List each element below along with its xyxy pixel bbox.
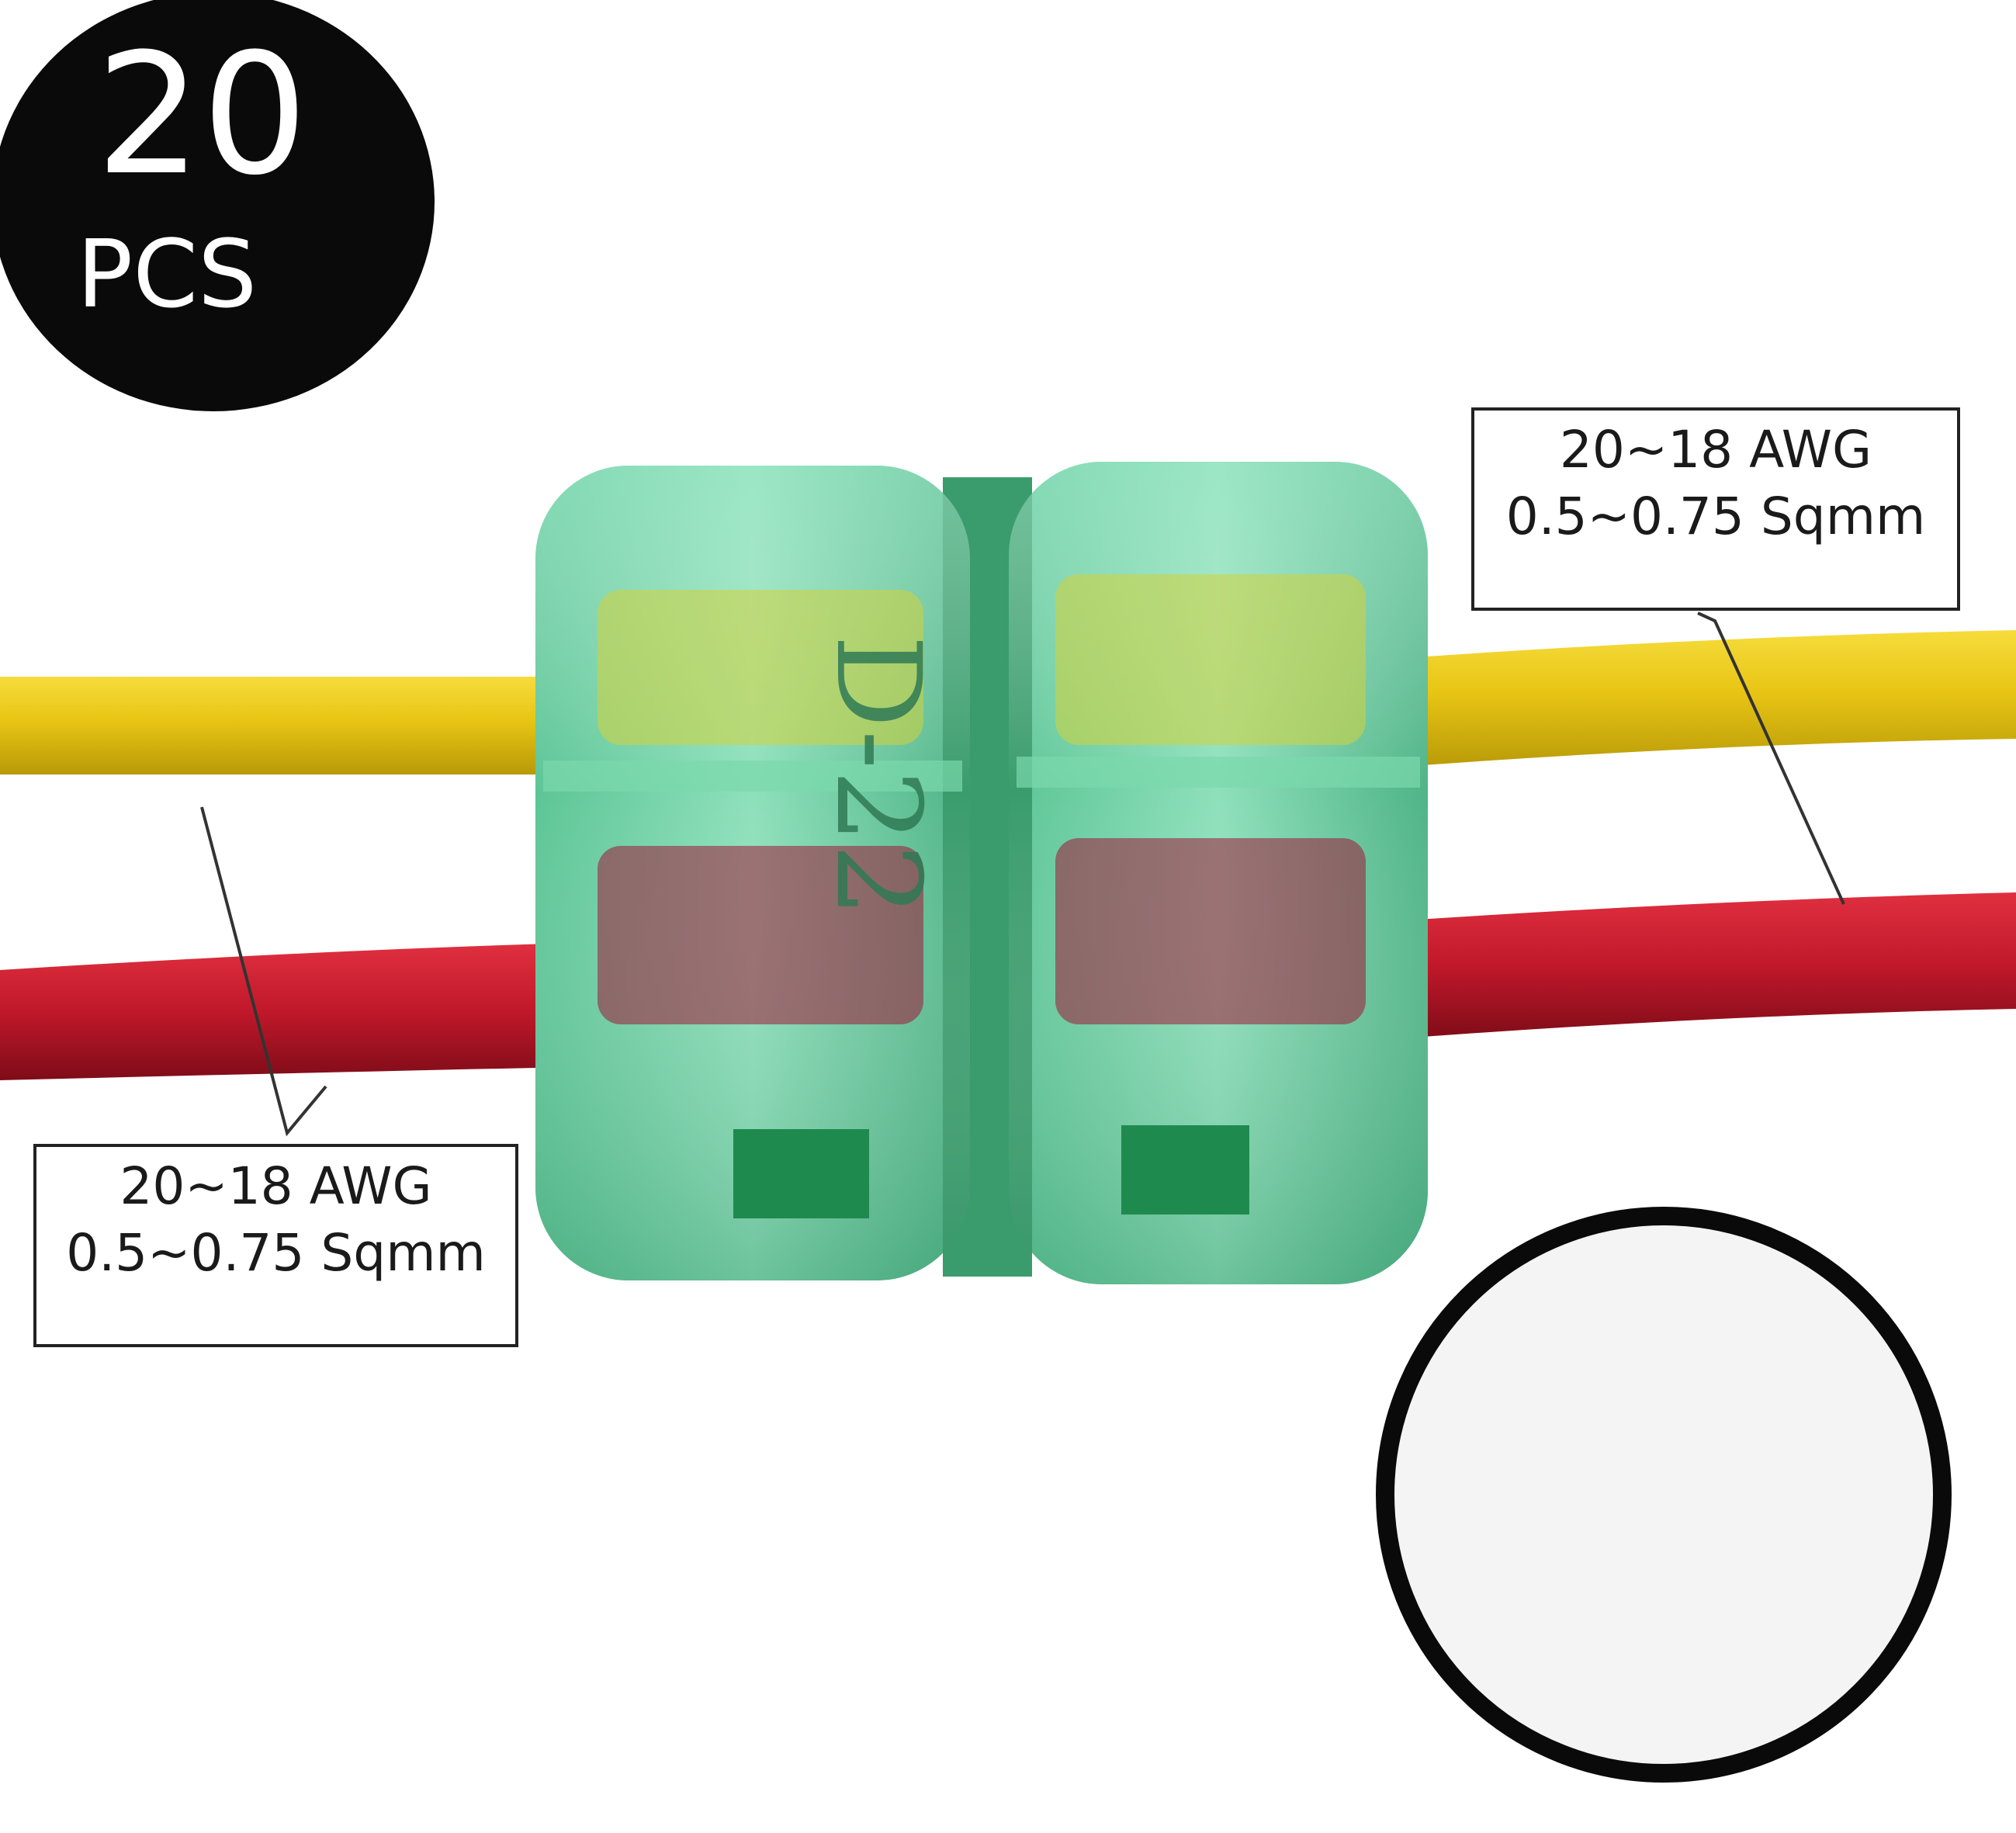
inset-frame (1376, 1207, 1952, 1783)
yellow-wire (0, 630, 2016, 774)
callout-leaders (200, 612, 1845, 1137)
wire-connector (535, 462, 1428, 1284)
quantity-badge: 20 PCS (0, 0, 435, 411)
spec-awg: 20~18 AWG (120, 1156, 432, 1216)
badge-unit: PCS (76, 221, 258, 329)
wire-spec-callout-left: 20~18 AWG 0.5~0.75 Sqmm (33, 1144, 518, 1347)
connector-marking-text: D-22 (810, 635, 945, 918)
spec-sqmm: 0.5~0.75 Sqmm (1505, 487, 1926, 546)
wire-spec-callout-right: 20~18 AWG 0.5~0.75 Sqmm (1471, 407, 1960, 611)
spec-sqmm: 0.5~0.75 Sqmm (66, 1223, 486, 1283)
spec-awg: 20~18 AWG (1559, 420, 1872, 480)
connector-marking: D-22 (810, 635, 945, 918)
red-wire (0, 892, 2016, 1080)
badge-count: 20 (95, 17, 308, 212)
